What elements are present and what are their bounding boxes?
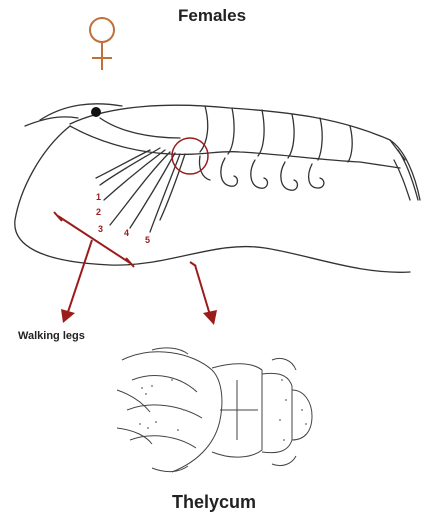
thelycum-illustration [112,340,318,480]
walking-legs-bracket [58,216,130,263]
thelycum-arrow [195,265,210,315]
walking-legs-arrow [68,240,92,312]
walking-legs-label: Walking legs [18,330,85,342]
title-thelycum: Thelycum [172,492,256,513]
